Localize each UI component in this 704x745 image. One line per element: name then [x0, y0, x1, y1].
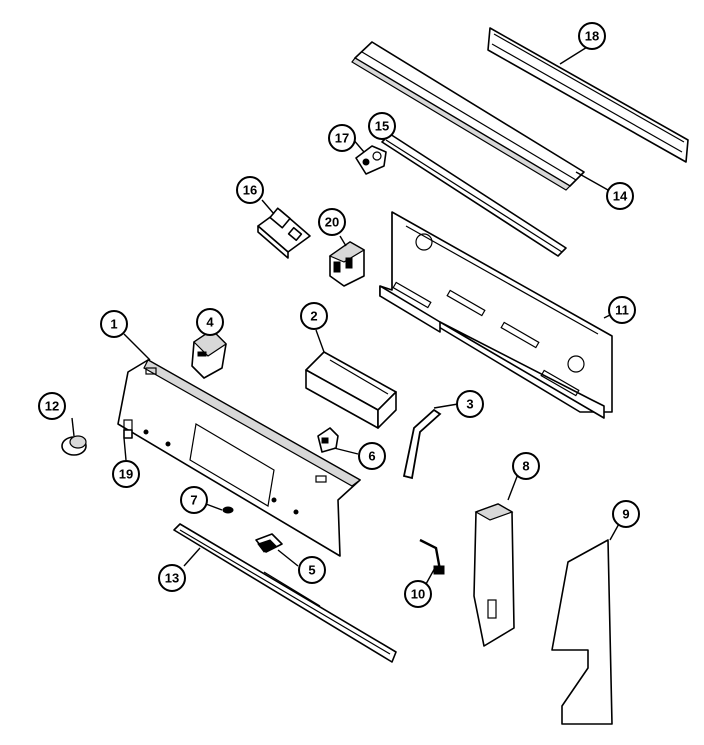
callout-14: 14: [606, 182, 634, 210]
part-19-indicator[interactable]: [123, 429, 133, 439]
part-20-switch-block[interactable]: [328, 241, 366, 287]
callout-11: 11: [608, 296, 636, 324]
callout-3: 3: [456, 390, 484, 418]
callout-4: 4: [196, 308, 224, 336]
part-12-knob[interactable]: [61, 435, 87, 456]
callout-label: 4: [206, 315, 214, 330]
callout-label: 1: [110, 317, 117, 332]
callout-2: 2: [300, 302, 328, 330]
callout-label: 16: [243, 183, 257, 198]
part-2-control-board[interactable]: [305, 351, 397, 429]
callout-5: 5: [298, 556, 326, 584]
part-13-lower-trim[interactable]: [173, 523, 397, 663]
callout-label: 20: [325, 215, 339, 230]
callout-label: 18: [585, 29, 599, 44]
callout-label: 10: [411, 587, 425, 602]
callout-9: 9: [612, 500, 640, 528]
part-10-wire-lead[interactable]: [419, 538, 445, 575]
part-8-side-trim[interactable]: [473, 503, 515, 647]
callout-label: 17: [335, 131, 349, 146]
part-11-backguard-panel[interactable]: [379, 211, 613, 419]
part-3-wire-bracket[interactable]: [402, 408, 442, 480]
callout-label: 14: [613, 189, 628, 204]
part-5-rocker-switch[interactable]: [255, 533, 283, 553]
callout-7: 7: [180, 486, 208, 514]
part-1-control-panel[interactable]: [117, 359, 362, 557]
callout-label: 15: [375, 119, 389, 134]
callout-label: 8: [522, 459, 529, 474]
callout-12: 12: [38, 392, 66, 420]
callout-15: 15: [368, 112, 396, 140]
part-9-side-panel[interactable]: [551, 539, 613, 725]
callout-label: 7: [190, 493, 197, 508]
callout-label: 3: [466, 397, 473, 412]
callout-8: 8: [512, 452, 540, 480]
callout-18: 18: [578, 22, 606, 50]
callout-label: 9: [622, 507, 629, 522]
part-17-bracket[interactable]: [355, 145, 387, 175]
callout-10: 10: [404, 580, 432, 608]
callout-20: 20: [318, 208, 346, 236]
callout-label: 6: [368, 449, 375, 464]
callout-label: 19: [119, 467, 133, 482]
callout-label: 2: [310, 309, 317, 324]
part-4-timer-module[interactable]: [191, 329, 227, 379]
part-18-rear-trim[interactable]: [487, 27, 689, 163]
part-6-clip[interactable]: [317, 427, 339, 453]
callout-label: 5: [308, 563, 315, 578]
part-14-top-trim[interactable]: [351, 41, 585, 191]
callouts: 18 14 15 17 16 20 11 4 2 1 12 3 6 19 7 8…: [38, 22, 640, 608]
callout-label: 13: [165, 571, 179, 586]
callout-1: 1: [100, 310, 128, 338]
part-7-screw[interactable]: [222, 506, 234, 514]
callout-label: 11: [615, 303, 629, 318]
part-16-relay-board[interactable]: [257, 207, 311, 259]
callout-6: 6: [358, 442, 386, 470]
callout-17: 17: [328, 124, 356, 152]
callout-13: 13: [158, 564, 186, 592]
callout-16: 16: [236, 176, 264, 204]
callout-19: 19: [112, 460, 140, 488]
callout-label: 12: [45, 399, 59, 414]
